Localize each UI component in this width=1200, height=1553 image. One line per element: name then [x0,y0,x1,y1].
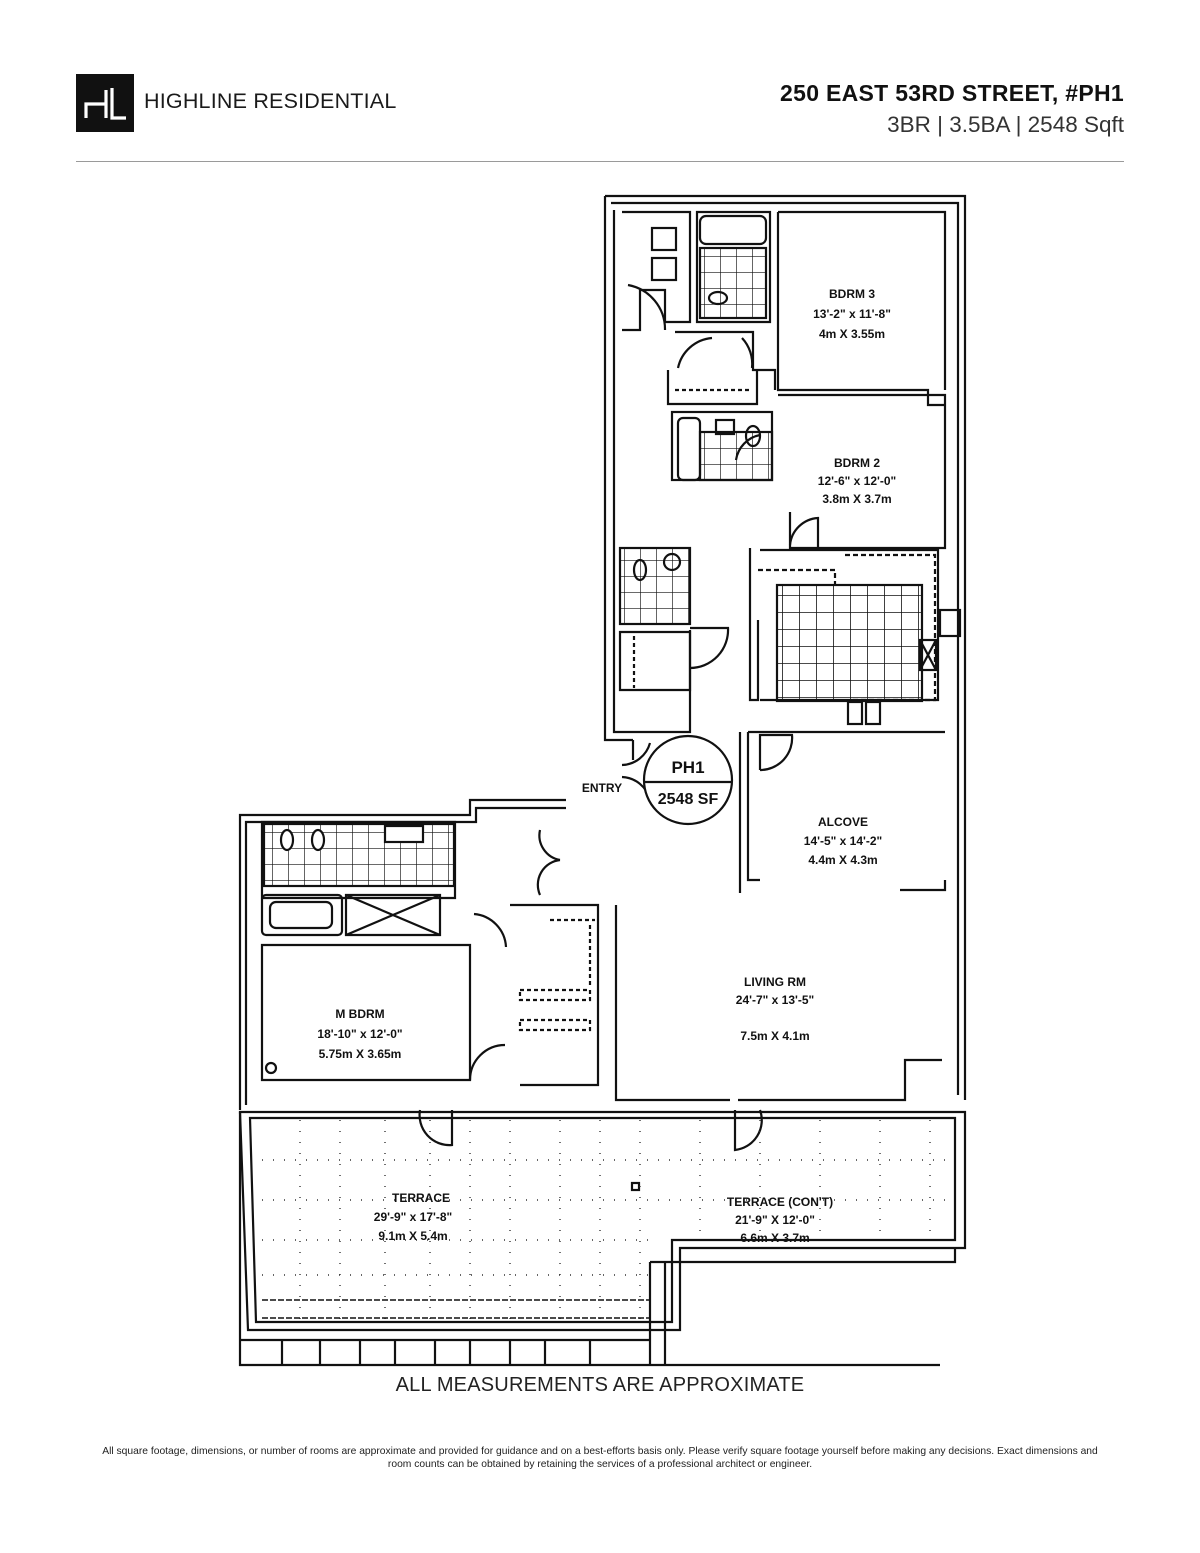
unit-label: PH1 [671,758,704,777]
room-mbdrm-name: M BDRM [335,1007,384,1021]
room-bdrm2-name: BDRM 2 [834,456,880,470]
room-mbdrm-imperial: 18'-10" x 12'-0" [317,1027,402,1041]
unit-area: 2548 SF [658,791,719,808]
measurements-notice: ALL MEASUREMENTS ARE APPROXIMATE [395,1374,805,1396]
brand-name: HIGHLINE RESIDENTIAL [144,89,397,113]
walls [238,194,967,1367]
unit-badge [642,734,734,826]
room-bdrm2-imperial: 12'-6" x 12'-0" [818,474,896,488]
room-alcove-imperial: 14'-5" x 14'-2" [804,834,882,848]
disclaimer-text: All square footage, dimensions, or numbe… [102,1446,1098,1470]
room-alcove-name: ALCOVE [818,815,868,829]
room-bdrm3-imperial: 13'-2" x 11'-8" [813,307,891,321]
room-terrace-cont-metric: 6.6m X 3.7m [740,1231,809,1245]
room-living-metric: 7.5m X 4.1m [740,1029,809,1043]
hl-logo-icon [84,88,126,120]
room-living-name: LIVING RM [744,975,806,989]
room-terrace-metric: 9.1m X 5.4m [378,1229,447,1243]
room-terrace-name: TERRACE [392,1191,450,1205]
room-terrace-cont-name: TERRACE (CON'T) [727,1195,833,1209]
brand-logo [76,74,134,132]
listing-address: 250 EAST 53RD STREET, #PH1 [780,80,1124,106]
room-mbdrm-metric: 5.75m X 3.65m [319,1047,402,1061]
room-bdrm2-metric: 3.8m X 3.7m [822,492,891,506]
entry-label: ENTRY [582,781,622,795]
room-alcove-metric: 4.4m X 4.3m [808,853,877,867]
room-bdrm3-name: BDRM 3 [829,287,875,301]
header-divider [76,161,1124,162]
room-living-imperial: 24'-7" x 13'-5" [736,993,814,1007]
listing-specs: 3BR | 3.5BA | 2548 Sqft [887,112,1124,137]
room-terrace-cont-imperial: 21'-9" X 12'-0" [735,1213,815,1227]
room-bdrm3-metric: 4m X 3.55m [819,327,885,341]
room-terrace-imperial: 29'-9" x 17'-8" [374,1210,452,1224]
